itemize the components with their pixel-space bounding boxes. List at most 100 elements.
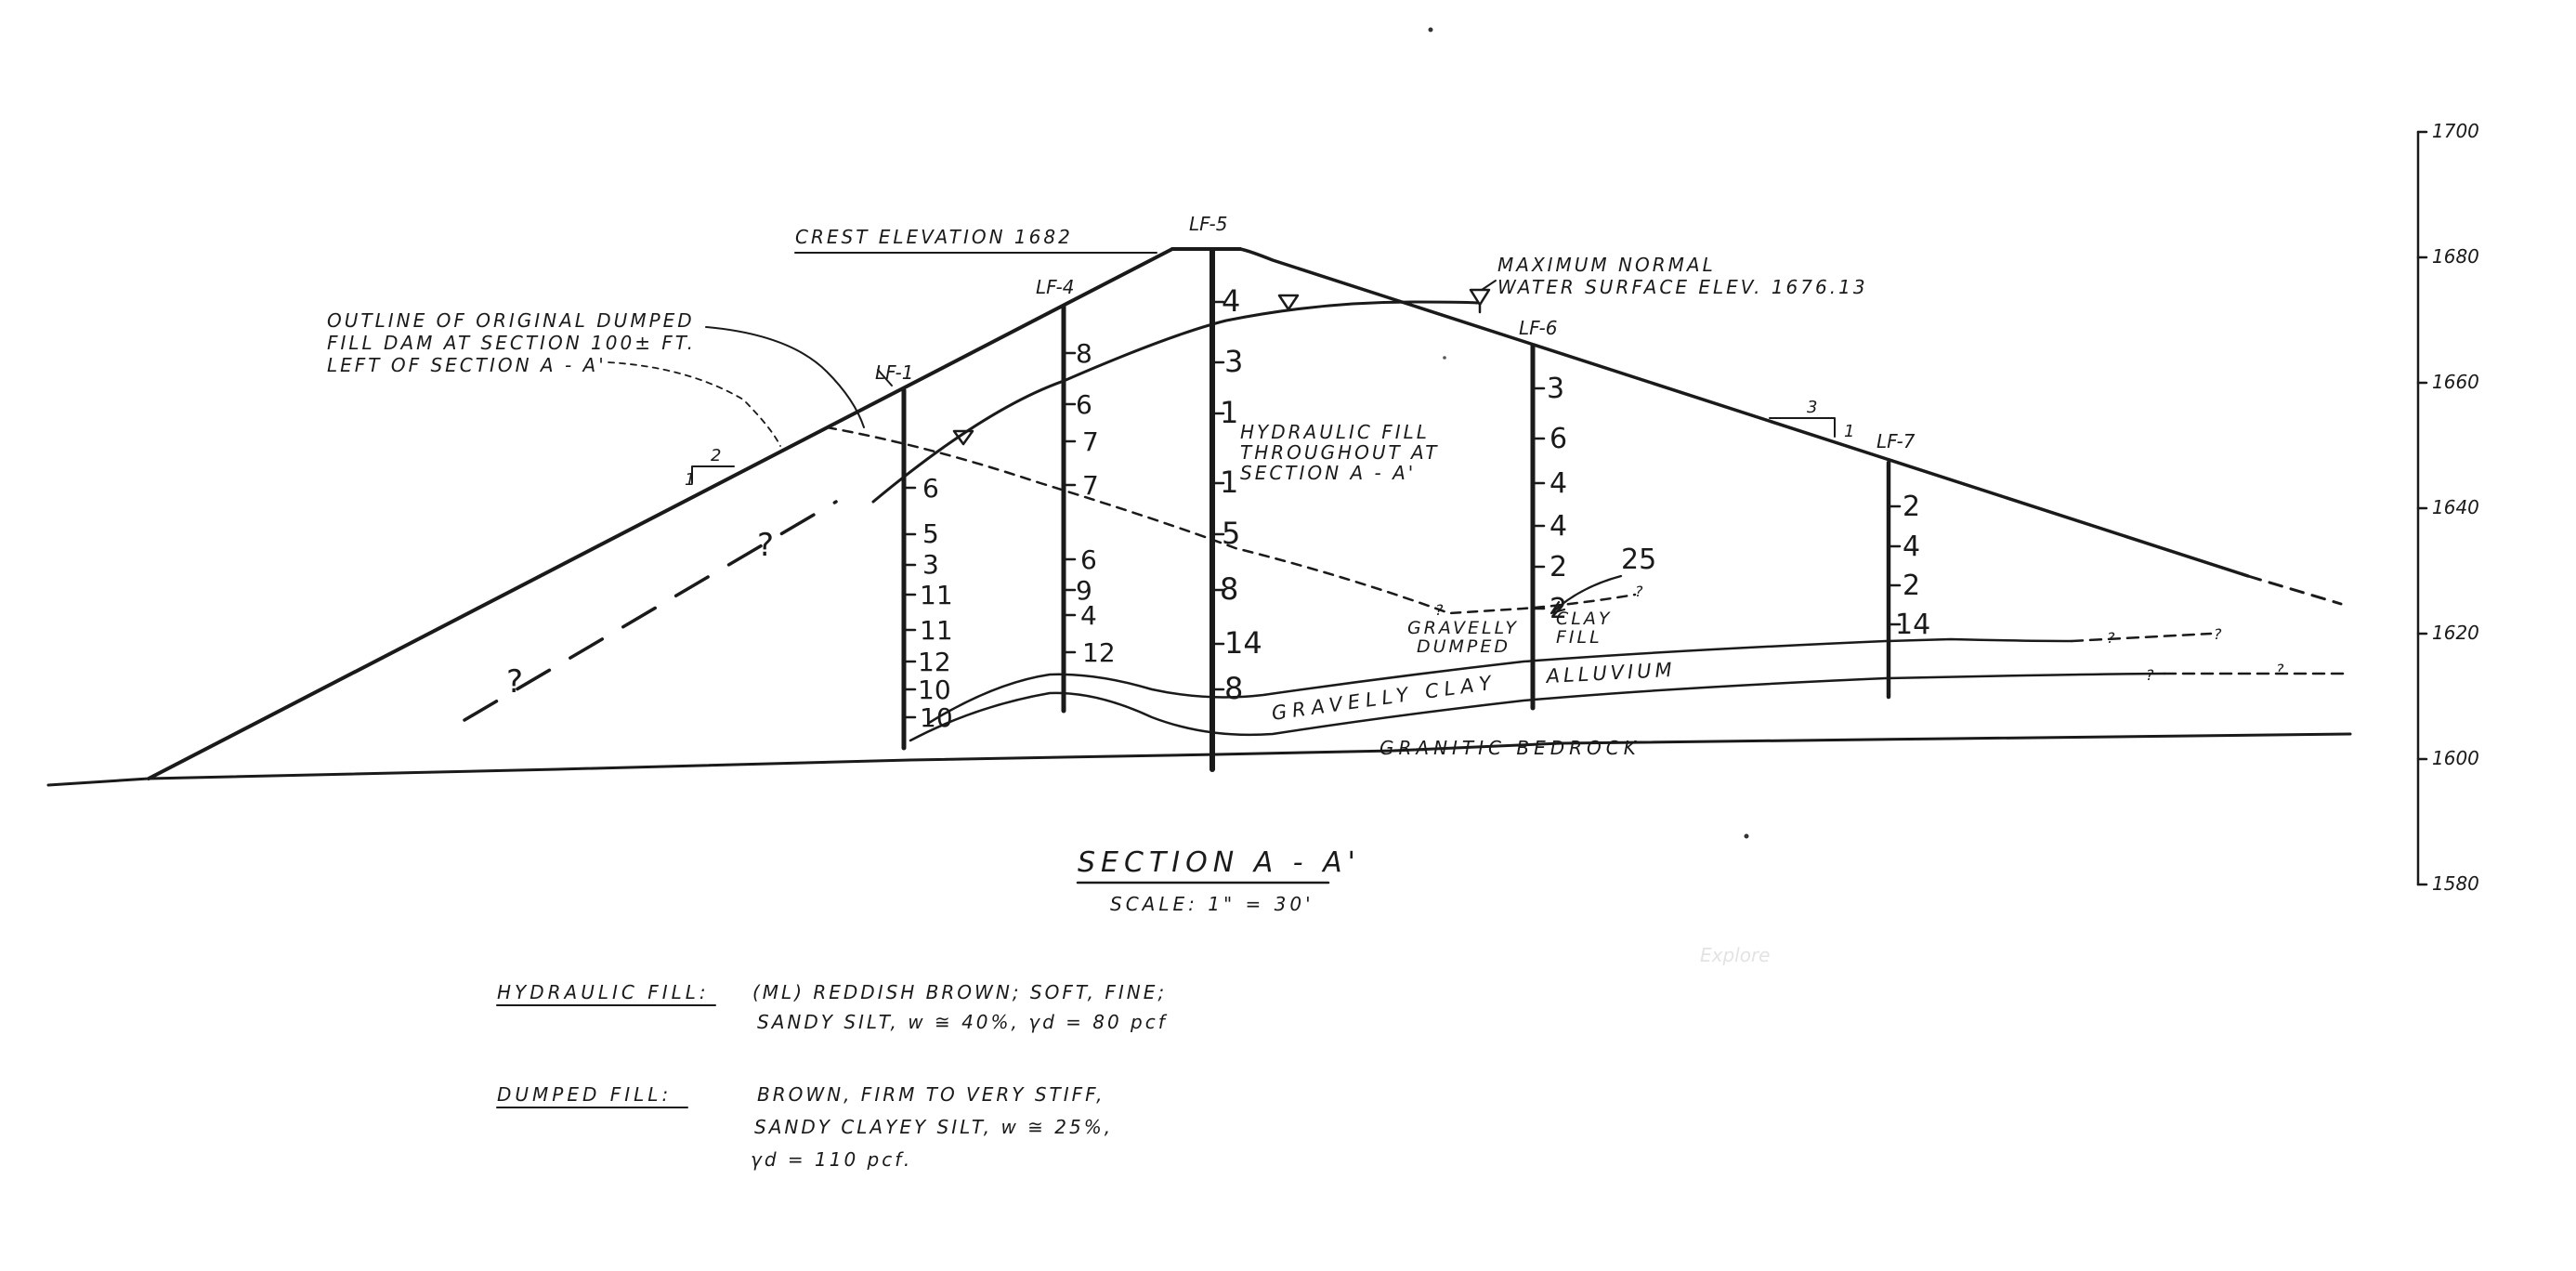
water-surface-symbol-1 [1277, 294, 1300, 311]
unknown-marker: ? [2107, 629, 2115, 647]
unknown-marker: ? [506, 663, 523, 701]
boring-value: 5 [1222, 516, 1240, 551]
original-outline-label-2: FILL DAM AT SECTION 100± FT. [327, 332, 696, 354]
boring-value: 7 [1082, 470, 1099, 501]
unknown-marker: ? [2276, 661, 2284, 678]
boring-lf1-id: LF-1 [875, 361, 914, 384]
boring-value: 12 [918, 647, 951, 677]
boring-value: 9 [1076, 575, 1092, 606]
boring-value: 14 [1895, 609, 1930, 641]
hydraulic-fill-label-2: THROUGHOUT AT [1240, 441, 1439, 464]
legend-desc-line: (ML) REDDISH BROWN; SOFT, FINE; [752, 981, 1167, 1003]
max-water-leader-line [1481, 280, 1497, 291]
slope-marker-left [691, 465, 735, 484]
legend-term-hydraulic: HYDRAULIC FILL: [497, 981, 710, 1003]
original-outline-label-1: OUTLINE OF ORIGINAL DUMPED [327, 309, 695, 332]
boring-lf1-values: 6 5 3 11 11 12 10 10 [918, 473, 953, 733]
boring-lf5-values: 4 3 1 1 5 8 14 8 [1220, 283, 1262, 706]
boring-value: 4 [1222, 283, 1240, 319]
max-water-label-1: MAXIMUM NORMAL [1497, 254, 1716, 276]
boring-value: 11 [920, 615, 953, 646]
boring-value: 4 [1903, 531, 1920, 563]
water-surface-symbol-3 [952, 429, 974, 446]
unknown-marker: ? [757, 527, 774, 564]
legend-dumped-fill: DUMPED FILL: BROWN, FIRM TO VERY STIFF, … [496, 1083, 1113, 1171]
faint-bleedthrough-text: Explore [1700, 944, 1771, 966]
boring-lf5-id: LF-5 [1189, 213, 1228, 235]
boring-value: 6 [1550, 423, 1567, 455]
gravelly-dumped-label-1: GRAVELLY [1407, 618, 1519, 638]
boring-value: 10 [920, 702, 953, 733]
boring-value: 6 [1076, 389, 1092, 420]
clay-fill-label-1: CLAY [1556, 609, 1612, 629]
legend-desc-line: BROWN, FIRM TO VERY STIFF, [757, 1083, 1105, 1106]
dumped-fill-dashed-upstream [463, 500, 838, 722]
elevation-tick-label: 1680 [2432, 245, 2479, 268]
elevation-tick-label: 1580 [2432, 872, 2479, 895]
boring-value: 6 [1080, 544, 1097, 575]
annotation-25: 25 [1621, 544, 1656, 576]
unknown-marker: ? [1635, 583, 1643, 600]
boring-value: 8 [1220, 571, 1238, 607]
boring-lf6-id: LF-6 [1519, 317, 1558, 339]
slope-right-h: 3 [1807, 398, 1817, 417]
elevation-tick-label: 1660 [2432, 371, 2479, 393]
unknown-marker: ? [2214, 625, 2222, 643]
boring-value: 3 [922, 549, 939, 580]
boring-value: 2 [1903, 570, 1920, 602]
slope-marker-right [1769, 417, 1836, 438]
boring-value: 4 [1080, 600, 1097, 631]
boring-lf6-values: 3 6 4 4 2 2 [1547, 373, 1567, 625]
scan-speck [1744, 833, 1749, 839]
boring-value: 14 [1224, 625, 1262, 661]
slope-left-v: 1 [685, 470, 695, 490]
elevation-tick-label: 1600 [2432, 747, 2479, 769]
boring-value: 12 [1082, 637, 1116, 668]
elevation-tick-label: 1700 [2432, 120, 2479, 142]
boring-value: 2 [1550, 551, 1567, 583]
slope-left-h: 2 [711, 446, 721, 465]
boring-lf4-values: 8 6 7 7 6 9 4 12 [1076, 338, 1116, 668]
ground-surface-line [46, 732, 2352, 787]
boring-value: 3 [1547, 373, 1564, 405]
boring-value: 1 [1220, 465, 1238, 500]
alluvium-label: ALLUVIUM [1544, 659, 1676, 688]
scan-speck [1443, 356, 1446, 360]
alluvium-top-dashed [2070, 632, 2213, 643]
boring-tick-group [902, 300, 1902, 719]
dam-upstream-slope [147, 247, 1174, 780]
granitic-bedrock-label: GRANITIC BEDROCK [1380, 737, 1641, 759]
outline-leader-curve [705, 326, 865, 428]
legend-term-dumped: DUMPED FILL: [497, 1083, 672, 1106]
gravelly-dumped-label-2: DUMPED [1417, 636, 1510, 657]
elevation-axis-ticks [2416, 130, 2428, 886]
unknown-marker: ? [1435, 601, 1444, 619]
water-surface-symbol-2 [1469, 288, 1491, 314]
boring-value: 5 [922, 518, 939, 549]
boring-value: 2 [1550, 593, 1567, 625]
elevation-tick-label: 1640 [2432, 496, 2479, 518]
legend-desc-line: SANDY CLAYEY SILT, w ≅ 25%, [754, 1116, 1113, 1138]
section-scale: SCALE: 1" = 30' [1110, 893, 1314, 915]
boring-value: 4 [1550, 467, 1567, 500]
section-title: SECTION A - A' [1078, 846, 1361, 879]
legend-desc-line: SANDY SILT, w ≅ 40%, γd = 80 pcf [757, 1011, 1168, 1033]
dam-downstream-slope [1238, 247, 2250, 578]
hydraulic-fill-label-3: SECTION A - A' [1240, 462, 1416, 484]
max-water-label-2: WATER SURFACE ELEV. 1676.13 [1497, 276, 1868, 298]
boring-value: 2 [1903, 491, 1920, 523]
annotation-25-arrow [1550, 574, 1623, 615]
outline-leader-curve-2 [608, 361, 781, 447]
boring-value: 3 [1224, 344, 1243, 379]
boring-value: 8 [1076, 338, 1092, 369]
legend-desc-line: γd = 110 pcf. [751, 1148, 912, 1171]
alluvium-top-line [927, 637, 2073, 725]
hydraulic-fill-label-1: HYDRAULIC FILL [1240, 421, 1430, 443]
original-dumped-fill-outline [825, 426, 1637, 615]
boring-lf7-values: 2 4 2 14 [1895, 491, 1930, 641]
phreatic-line [871, 300, 1479, 504]
boring-value: 8 [1224, 671, 1243, 706]
bedrock-top-line [909, 672, 2166, 742]
boring-value: 10 [918, 675, 951, 705]
